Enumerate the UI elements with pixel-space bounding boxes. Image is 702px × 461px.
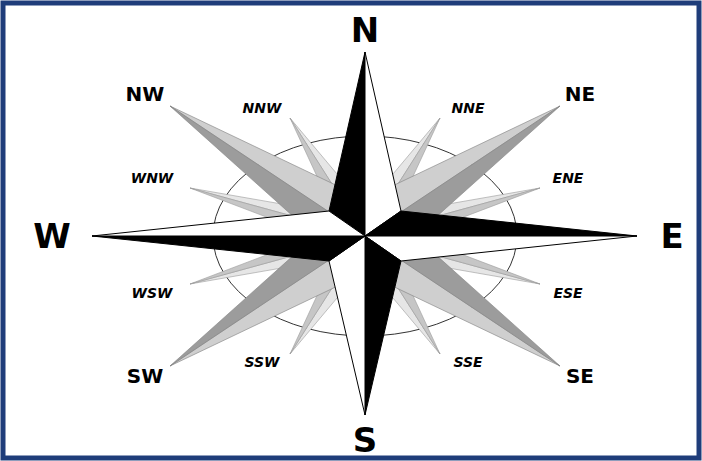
secondary-label: ENE [553, 171, 584, 185]
cardinal-star [92, 52, 637, 415]
intercardinal-label: NE [565, 84, 595, 104]
secondary-label: WSW [132, 286, 173, 300]
cardinal-label: N [351, 13, 379, 47]
secondary-label: SSW [244, 355, 279, 369]
intercardinal-label: NW [126, 84, 165, 104]
frame [3, 3, 699, 458]
cardinal-label: W [33, 219, 71, 253]
secondary-label: ESE [553, 286, 582, 300]
cardinal-label: E [660, 219, 683, 253]
intercardinal-label: SW [127, 366, 163, 386]
secondary-label: WNW [131, 171, 174, 185]
intercardinal-label: SE [566, 366, 594, 386]
secondary-label: NNW [243, 101, 282, 115]
cardinal-label: S [353, 423, 378, 457]
secondary-label: NNE [452, 101, 485, 115]
secondary-label: SSE [453, 355, 482, 369]
